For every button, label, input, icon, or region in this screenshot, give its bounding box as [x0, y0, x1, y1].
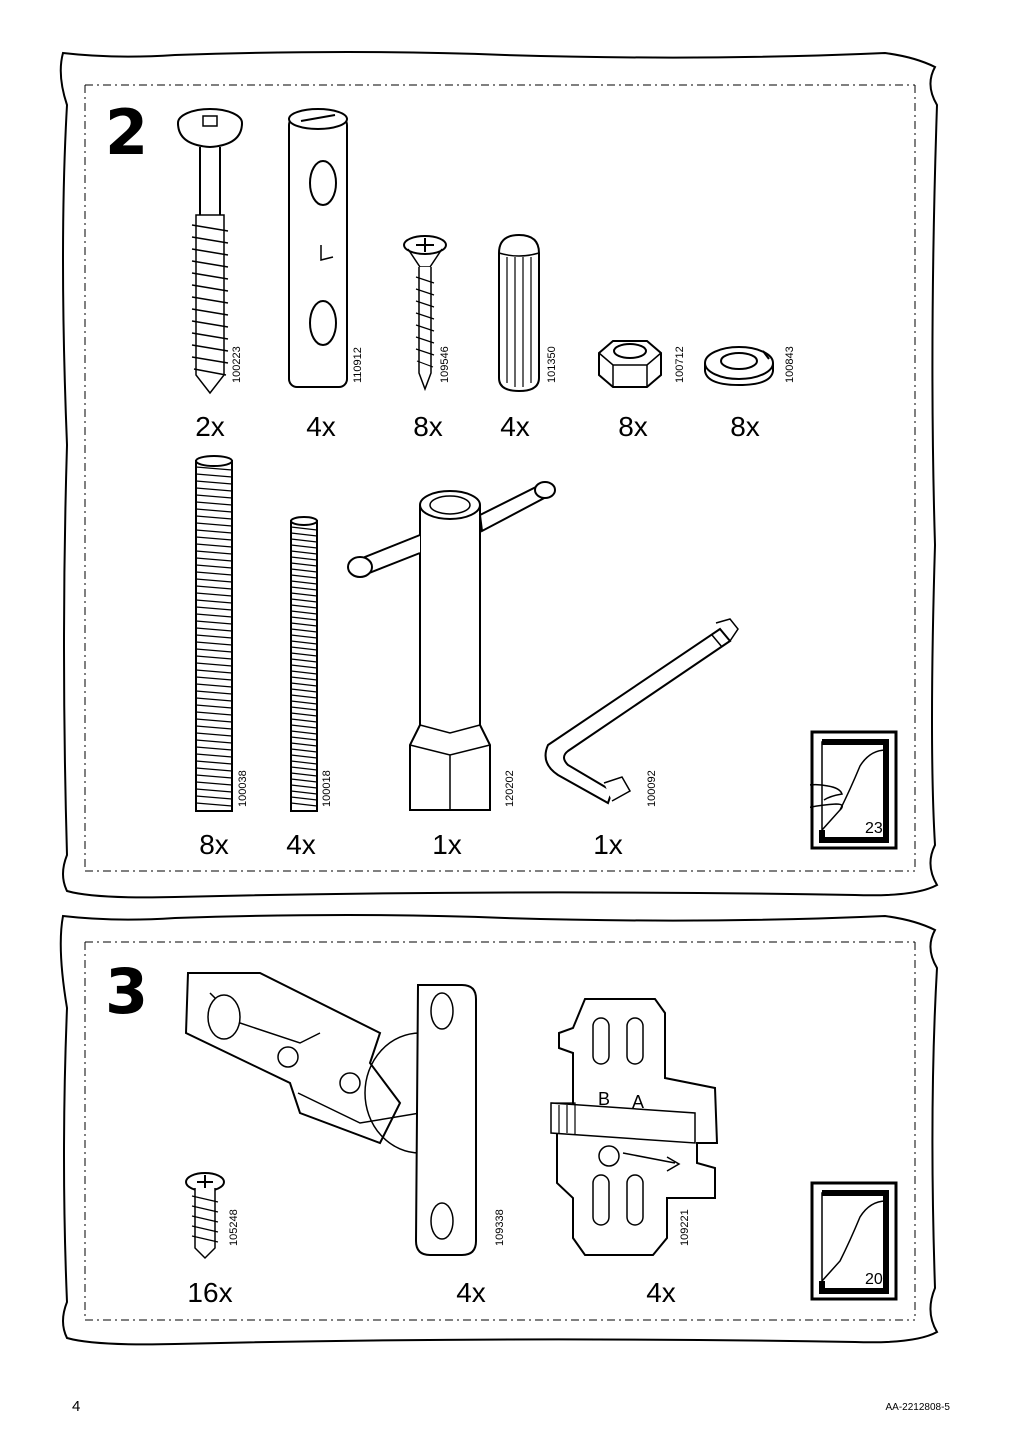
- turn-page-icon: [810, 1181, 898, 1301]
- bag-outline: [59, 914, 939, 1346]
- quantity: 4x: [286, 829, 316, 860]
- page-reference-number: 23: [865, 820, 883, 837]
- quantity: 16x: [187, 1277, 233, 1308]
- barrel-nut-illustration: [288, 108, 348, 388]
- short-threaded-rod-illustration: [290, 516, 318, 812]
- wooden-dowel-illustration: [498, 233, 540, 393]
- article-number: 100018: [321, 770, 333, 807]
- article-number: 120202: [504, 770, 516, 807]
- article-number: 100038: [237, 770, 249, 807]
- plate-label-a: A: [632, 1092, 645, 1112]
- quantity: 8x: [618, 411, 648, 442]
- socket-wrench-illustration: [347, 481, 556, 811]
- article-number: 100223: [231, 346, 243, 383]
- mounting-plate-illustration: [550, 998, 719, 1256]
- step-2-bag: 2 100223 2x 110912 4x 109546 8x: [55, 45, 947, 903]
- quantity: 2x: [195, 411, 225, 442]
- quantity: 8x: [413, 411, 443, 442]
- article-number: 100843: [784, 346, 796, 383]
- article-number: 101350: [546, 346, 558, 383]
- hinge-illustration: [184, 972, 477, 1256]
- quantity: 8x: [199, 829, 229, 860]
- quantity: 1x: [432, 829, 462, 860]
- quantity: 4x: [646, 1277, 676, 1308]
- allen-key-illustration: [544, 618, 739, 805]
- page-reference-number: 20: [865, 1271, 883, 1288]
- article-number: 109338: [494, 1209, 506, 1246]
- page-reference-box: 20: [810, 1181, 898, 1301]
- quantity: 4x: [456, 1277, 486, 1308]
- quantity: 8x: [730, 411, 760, 442]
- article-number: 109221: [679, 1209, 691, 1246]
- hex-nut-illustration: [598, 340, 662, 388]
- quantity: 1x: [593, 829, 623, 860]
- plate-label-b: B: [598, 1089, 611, 1109]
- turn-page-icon: [779, 730, 898, 850]
- page-number: 4: [72, 1398, 81, 1415]
- quantity: 4x: [500, 411, 530, 442]
- article-number: 100712: [674, 346, 686, 383]
- article-number: 110912: [352, 347, 364, 383]
- step-number: 3: [105, 955, 149, 1028]
- step-3-bag: 3 109338 4x 105248 16x B A 109221 4x: [55, 908, 947, 1350]
- article-number: 105248: [228, 1209, 240, 1246]
- article-number: 109546: [439, 346, 451, 383]
- step-number: 2: [105, 96, 149, 169]
- hinge-screw-illustration: [185, 1172, 225, 1260]
- long-threaded-rod-illustration: [195, 455, 233, 812]
- spring-washer-illustration: [704, 346, 774, 387]
- bag-outline: [59, 51, 939, 899]
- article-number: 100092: [646, 770, 658, 807]
- document-code: AA-2212808-5: [885, 1402, 951, 1413]
- page-reference-box: 23: [779, 730, 898, 850]
- long-screw-illustration: [177, 108, 243, 395]
- quantity: 4x: [306, 411, 336, 442]
- wood-screw-illustration: [403, 235, 447, 392]
